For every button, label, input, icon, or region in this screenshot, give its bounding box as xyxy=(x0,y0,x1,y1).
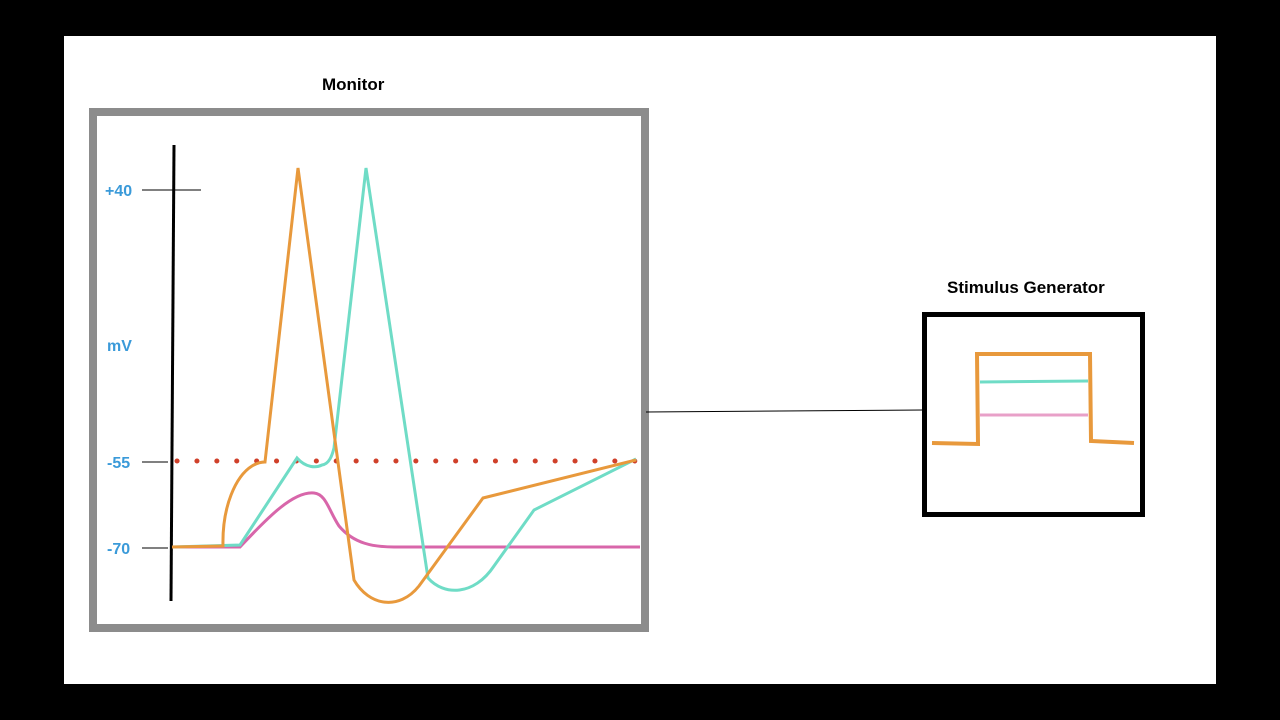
trace-orange xyxy=(171,167,637,604)
trace-pink xyxy=(172,491,640,549)
tick-label-minus55: -55 xyxy=(107,455,130,472)
diagram-graphics: +40 mV -55 -70 xyxy=(105,144,1135,604)
connector-wire xyxy=(645,409,924,413)
monitor-title: Monitor xyxy=(322,75,385,94)
stimulus-teal xyxy=(979,379,1089,384)
slide-canvas: Monitor Stimulus Generator +40 mV -55 -7… xyxy=(64,36,1216,684)
y-axis xyxy=(169,144,176,602)
stimulus-orange xyxy=(931,352,1135,447)
tick-label-minus70: -70 xyxy=(107,541,130,558)
tick-label-plus40: +40 xyxy=(105,183,132,200)
trace-teal xyxy=(171,167,637,592)
y-axis-unit-label: mV xyxy=(107,338,132,355)
stimulus-generator-title: Stimulus Generator xyxy=(947,278,1105,297)
